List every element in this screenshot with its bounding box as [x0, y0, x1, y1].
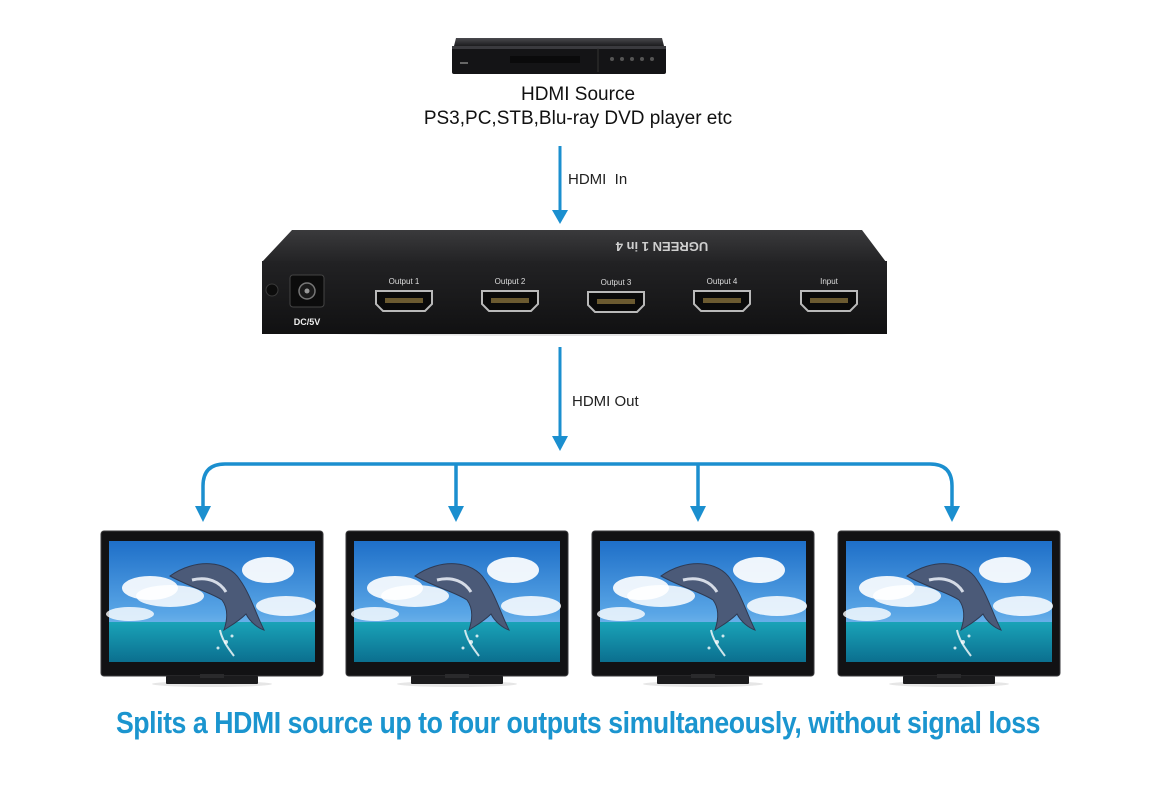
port-output-2: Output 2 — [481, 277, 539, 312]
source-title: HDMI Source — [520, 84, 636, 105]
port-input: Input — [800, 277, 858, 312]
tv-icon — [100, 530, 324, 687]
splitter-brand: UGREEN 1 in 4 — [615, 239, 708, 254]
port-output-3: Output 3 — [587, 278, 645, 313]
port-output-1: Output 1 — [375, 277, 433, 312]
tv2-arrowhead — [448, 506, 464, 522]
svg-text:Output 2: Output 2 — [495, 277, 526, 286]
hdmi-in-arrowhead — [552, 210, 568, 224]
hdmi-splitter-icon: UGREEN 1 in 4 DC/5V Output 1 Output 2 Ou… — [262, 230, 887, 336]
svg-text:Output 4: Output 4 — [707, 277, 738, 286]
tv3-arrowhead — [690, 506, 706, 522]
tv-icon — [591, 530, 815, 687]
port-output-4: Output 4 — [693, 277, 751, 312]
hdmi-out-arrowhead — [552, 436, 568, 451]
tagline: Splits a HDMI source up to four outputs … — [115, 705, 1041, 740]
svg-text:Output 1: Output 1 — [389, 277, 420, 286]
tv4-arrowhead — [944, 506, 960, 522]
svg-text:Output 3: Output 3 — [601, 278, 632, 287]
tv-icon — [345, 530, 569, 687]
dvd-player-icon — [452, 38, 666, 74]
tv1-arrowhead — [195, 506, 211, 522]
tv-icon — [837, 530, 1061, 687]
dc-label: DC/5V — [294, 317, 321, 327]
svg-text:Input: Input — [820, 277, 839, 286]
source-subtitle: PS3,PC,STB,Blu-ray DVD player etc — [423, 108, 733, 129]
distribution-bus — [201, 462, 954, 507]
hdmi-out-label: HDMI Out — [572, 393, 639, 410]
hdmi-in-label: HDMI In — [568, 171, 628, 188]
